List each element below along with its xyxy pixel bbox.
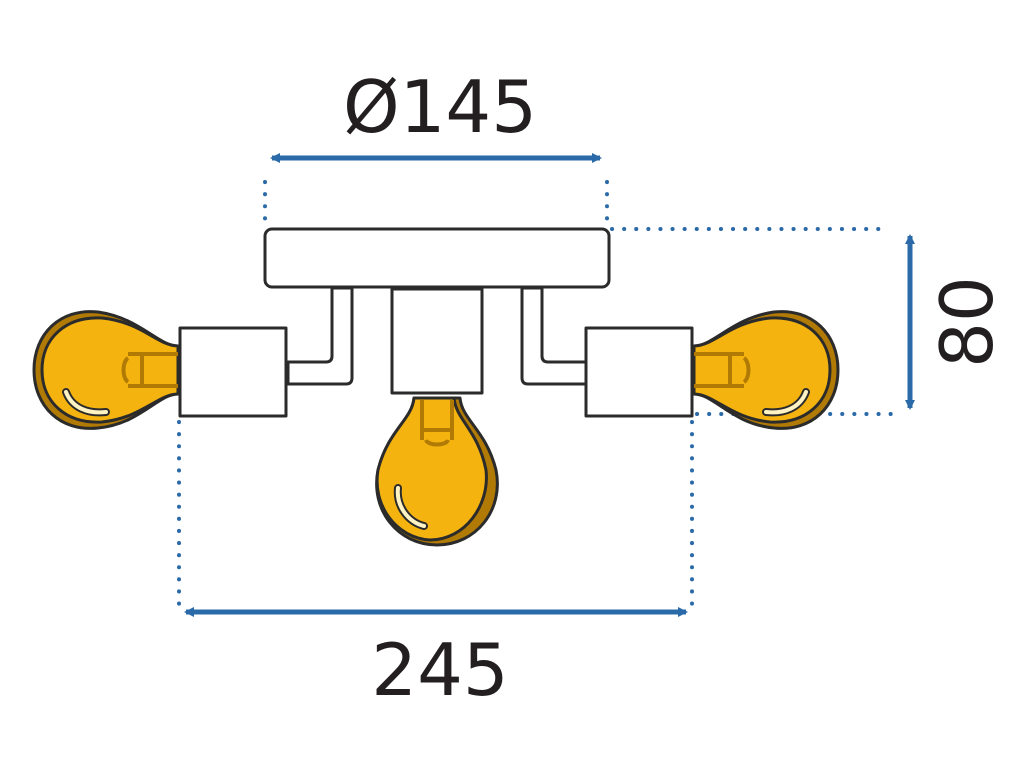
right-arm — [520, 286, 588, 386]
center-bulb — [375, 396, 499, 547]
left-socket — [178, 326, 288, 418]
width-label: 245 — [371, 628, 508, 712]
right-bulb — [692, 310, 840, 430]
left-arm — [286, 286, 354, 386]
left-bulb — [32, 310, 180, 430]
center-socket — [390, 287, 484, 395]
diameter-label: Ø145 — [343, 65, 537, 149]
dimension-arrows — [184, 153, 915, 617]
lamp — [32, 227, 840, 547]
right-socket — [584, 326, 694, 418]
ceiling-base — [263, 227, 611, 289]
height-label: 80 — [925, 276, 1009, 368]
